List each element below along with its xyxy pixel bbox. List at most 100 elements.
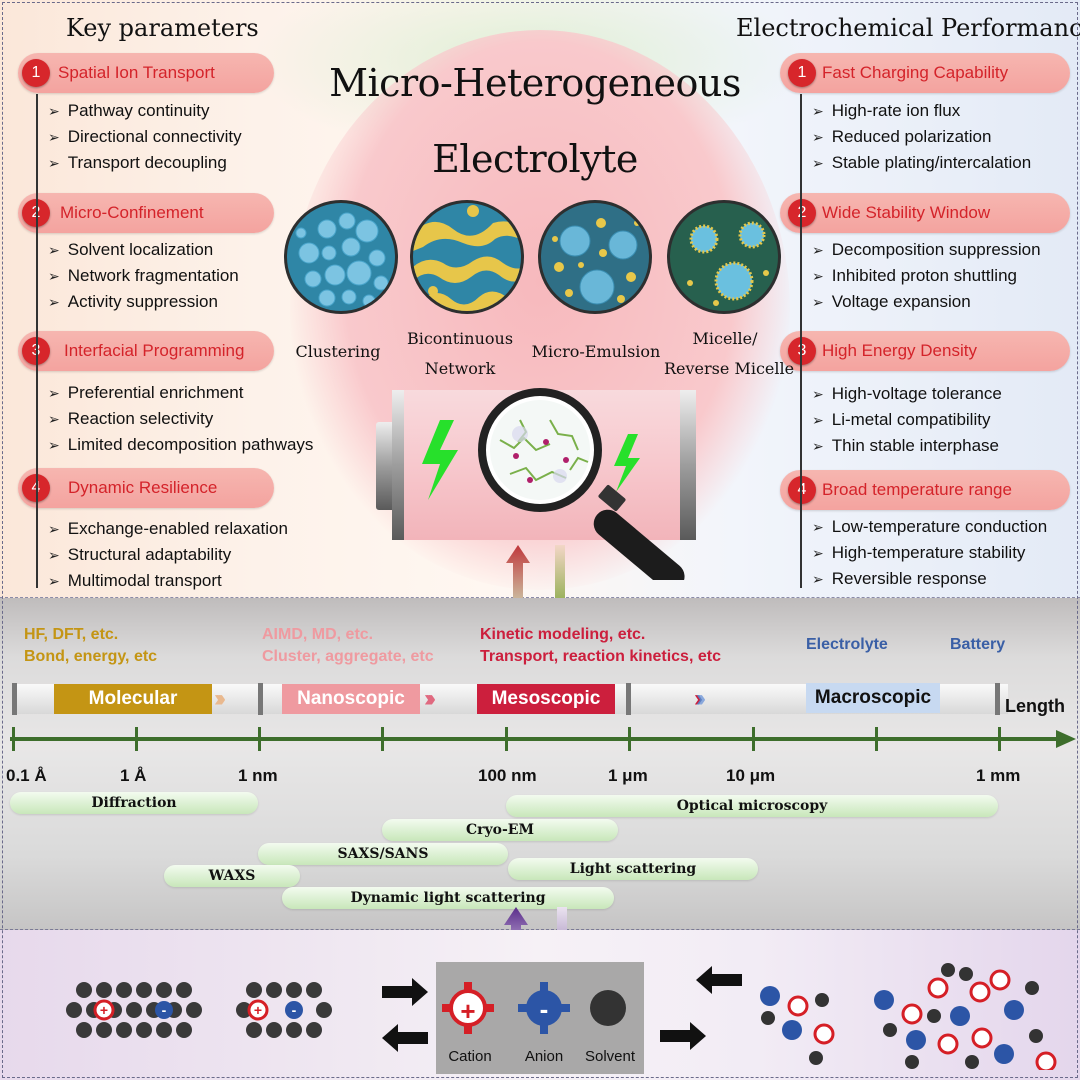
anion-symbol: - <box>539 994 549 1024</box>
scale-separator <box>258 683 263 715</box>
pill-title: Dynamic Resilience <box>68 478 218 497</box>
axis-label: 1 Å <box>120 766 147 785</box>
contact-ion-pair-illustrations: + - + - <box>66 978 428 1052</box>
bullet-list: High-voltage tolerance Li-metal compatib… <box>812 381 1002 459</box>
micelle-label-line2: Reverse Micelle <box>664 359 795 378</box>
scale-separator <box>995 683 1000 715</box>
meso-methods-line2: Transport, reaction kinetics, etc <box>480 648 721 665</box>
number-badge: 4 <box>788 476 816 504</box>
meso-methods-line1: Kinetic modeling, etc. <box>480 626 646 643</box>
bullet: Decomposition suppression <box>812 237 1041 263</box>
main-title-line1: Micro-Heterogeneous <box>329 61 741 105</box>
bullet: Network fragmentation <box>48 263 239 289</box>
axis-tick <box>998 727 1001 751</box>
bullet: Transport decoupling <box>48 150 242 176</box>
nanoscopic-chevrons: ››› <box>424 685 436 712</box>
bullet: Solvent localization <box>48 237 239 263</box>
right-connector-line <box>800 94 802 588</box>
bullet: Reduced polarization <box>812 124 1031 150</box>
technique-waxs: WAXS <box>164 865 300 887</box>
cation-label: Cation <box>448 1048 492 1065</box>
micro-emulsion-illustration <box>538 200 652 314</box>
axis-tick <box>628 727 631 751</box>
pill <box>18 53 274 93</box>
bullet: Thin stable interphase <box>812 433 1002 459</box>
pill <box>780 331 1070 371</box>
molecular-scale: Molecular <box>54 684 212 714</box>
nano-methods-line1: AIMD, MD, etc. <box>262 626 374 643</box>
axis-tick <box>752 727 755 751</box>
bicontinuous-label-line2: Network <box>424 359 496 378</box>
pill <box>780 193 1070 233</box>
axis-tick <box>381 727 384 751</box>
axis-label: 1 μm <box>608 766 648 785</box>
bullet: Stable plating/intercalation <box>812 150 1031 176</box>
micro-emulsion-label: Micro-Emulsion <box>531 342 661 361</box>
svg-text:-: - <box>162 1002 167 1018</box>
mesoscopic-chevrons: ››› <box>694 685 706 712</box>
bullet: High-temperature stability <box>812 540 1047 566</box>
technique-diffraction: Diffraction <box>10 792 258 814</box>
cation-symbol: + <box>460 996 476 1026</box>
axis-tick <box>135 727 138 751</box>
axis-arrowhead <box>1056 730 1076 748</box>
scale-separator <box>626 683 631 715</box>
axis-tick <box>505 727 508 751</box>
species-legend-icons <box>442 982 626 1034</box>
axis-label: 1 mm <box>976 766 1021 785</box>
number-badge: 1 <box>22 59 50 87</box>
pill <box>18 331 274 371</box>
length-label: Length <box>1005 696 1065 716</box>
bullet-list: Low-temperature conduction High-temperat… <box>812 514 1047 592</box>
battery-label: Battery <box>950 636 1006 653</box>
nano-methods-line2: Cluster, aggregate, etc <box>262 648 434 665</box>
bullet: High-rate ion flux <box>812 98 1031 124</box>
pill-title: Broad temperature range <box>822 480 1012 499</box>
key-parameters-heading: Key parameters <box>66 14 259 42</box>
pill <box>18 468 274 508</box>
electrolyte-label: Electrolyte <box>806 636 888 653</box>
bullet: Li-metal compatibility <box>812 407 1002 433</box>
main-title-line2: Electrolyte <box>432 137 638 181</box>
electrochemical-performance-heading: Electrochemical Performance <box>736 14 1080 42</box>
bullet: Activity suppression <box>48 289 239 315</box>
molecular-chevrons: ››› <box>214 685 226 712</box>
bullet: Limited decomposition pathways <box>48 432 314 458</box>
solvent-label: Solvent <box>584 1048 636 1065</box>
bullet: Low-temperature conduction <box>812 514 1047 540</box>
number-badge: 1 <box>788 59 816 87</box>
bullet-list: High-rate ion flux Reduced polarization … <box>812 98 1031 176</box>
axis-label: 10 μm <box>726 766 776 785</box>
battery-magnifier-illustration <box>376 388 696 580</box>
bullet: Reaction selectivity <box>48 406 313 432</box>
bullet: Structural adaptability <box>48 542 288 568</box>
pill <box>18 193 274 233</box>
pill-title: Interfacial Programming <box>64 341 245 360</box>
pill-title: Micro-Confinement <box>60 203 204 222</box>
pill-title: Fast Charging Capability <box>822 63 1009 82</box>
bicontinuous-network-illustration <box>410 200 524 314</box>
bullet-list: Pathway continuity Directional connectiv… <box>48 98 242 176</box>
bullet-list: Exchange-enabled relaxation Structural a… <box>48 516 288 594</box>
micelle-illustration <box>667 200 781 314</box>
mesoscopic-scale: Mesoscopic <box>477 684 615 714</box>
number-badge: 2 <box>788 199 816 227</box>
axis-tick <box>875 727 878 751</box>
technique-dynamic-light-scattering: Dynamic light scattering <box>282 887 614 909</box>
micelle-label-line1: Micelle/ <box>692 329 758 348</box>
svg-text:-: - <box>292 1002 297 1018</box>
bullet: Voltage expansion <box>812 289 1041 315</box>
pill <box>780 53 1070 93</box>
clustering-illustration <box>284 200 398 314</box>
technique-optical-microscopy: Optical microscopy <box>506 795 998 817</box>
molecular-methods-line1: HF, DFT, etc. <box>24 626 119 643</box>
technique-cryo-em: Cryo-EM <box>382 819 618 841</box>
bullet-list: Decomposition suppression Inhibited prot… <box>812 237 1041 315</box>
aggregate-illustrations <box>660 963 1057 1070</box>
scale-separator <box>12 683 17 715</box>
bicontinuous-label-line1: Bicontinuous <box>406 329 514 348</box>
clustering-label: Clustering <box>295 342 381 361</box>
bullet: Reversible response <box>812 566 1047 592</box>
number-badge: 3 <box>788 337 816 365</box>
